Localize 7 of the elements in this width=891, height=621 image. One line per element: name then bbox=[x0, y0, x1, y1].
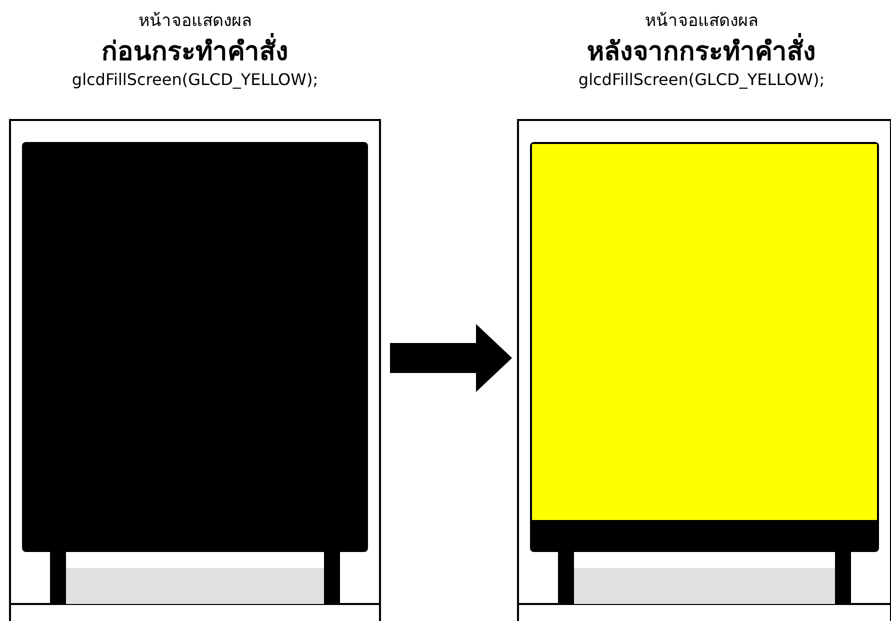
arrow bbox=[390, 324, 512, 392]
heading-text: หลังจากกระทำคำสั่ง bbox=[587, 30, 816, 71]
caption-text: หน้าจอแสดงผล bbox=[138, 10, 252, 33]
heading-text: ก่อนกระทำคำสั่ง bbox=[102, 30, 288, 71]
caption-text: หน้าจอแสดงผล bbox=[645, 10, 758, 33]
code-text: glcdFillScreen(GLCD_YELLOW); bbox=[72, 70, 318, 89]
code-text: glcdFillScreen(GLCD_YELLOW); bbox=[578, 70, 825, 89]
